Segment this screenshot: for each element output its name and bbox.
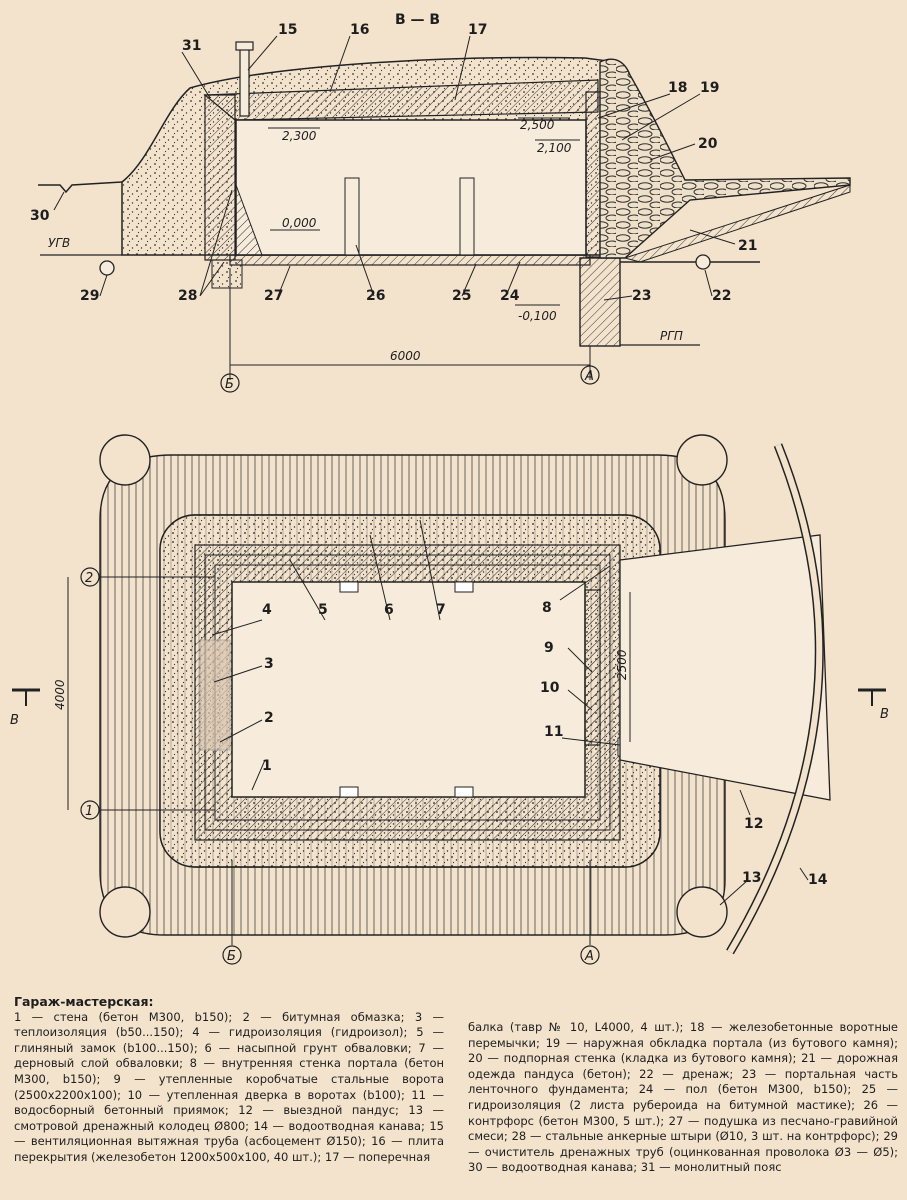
section-label-16: 16 [350,22,369,38]
garage-drawing: В — В УГВ [10,12,889,965]
plan-label-2: 2 [264,710,274,726]
plan-label-12: 12 [744,816,763,832]
garage-interior [235,119,587,256]
dim-6000: 6000 [390,349,421,363]
well-bottom-left [99,886,151,938]
plan-label-8: 8 [542,600,552,616]
axis-b-plan: Б [227,949,236,964]
section-label-27: 27 [264,288,283,304]
section-label-21: 21 [738,238,757,254]
plan-view: 2 1 4000 2500 Б А В В [10,434,889,965]
caption-left-text: 1 — стена (бетон М300, b150); 2 — битумн… [14,1009,444,1164]
plan-label-14: 14 [808,872,828,888]
section-label-22: 22 [712,288,731,304]
plan-label-5: 5 [318,602,328,618]
section-label-19: 19 [700,80,719,96]
caption-right-text: балка (тавр № 10, L4000, 4 шт.); 18 — же… [468,1020,898,1175]
axis-2: 2 [85,571,93,586]
level-floor: 0,000 [282,216,317,230]
plan-label-9: 9 [544,640,554,656]
section-label-28: 28 [178,288,197,304]
section-label-26: 26 [366,288,385,304]
vent-pipe [239,47,250,117]
section-label-25: 25 [452,288,471,304]
plan-interior [231,581,586,798]
gate [584,589,601,746]
wall-section-left [204,94,236,261]
section-label-17: 17 [468,22,487,38]
level-top-right: 2,500 [520,118,555,132]
plan-label-10: 10 [540,680,560,696]
plan-label-11: 11 [544,724,563,740]
rgp-mark: РГП [660,329,683,343]
ugv-mark: УГВ [48,236,70,250]
dim-4000: 4000 [53,679,67,710]
section-label-30: 30 [30,208,50,224]
section-label-24: 24 [500,288,520,304]
level-top-left: 2,300 [282,129,317,143]
axis-a-plan: А [584,949,594,964]
level-bottom: -0,100 [518,309,557,323]
floor-slab [229,254,591,266]
axis-1: 1 [85,804,93,819]
section-label-15: 15 [278,22,297,38]
axis-b-section: Б [225,377,234,392]
plan-label-13: 13 [742,870,761,886]
caption-title: Гараж-мастерская: [14,994,154,1009]
dim-2500: 2500 [615,649,629,680]
section-label-29: 29 [80,288,99,304]
exit-ramp [619,534,831,801]
section-label-18: 18 [668,80,687,96]
section-label-23: 23 [632,288,651,304]
plan-label-1: 1 [262,758,272,774]
plan-label-3: 3 [264,656,274,672]
cut-mark-left: В [10,713,19,728]
plan-label-7: 7 [436,602,446,618]
section-view: В — В УГВ [30,12,851,393]
cut-mark-right: В [880,707,889,722]
plan-label-4: 4 [262,602,272,618]
stone-retaining-wall [599,58,851,259]
well-top-left [99,434,151,486]
caption-right: балка (тавр № 10, L4000, 4 шт.); 18 — же… [468,1020,898,1176]
section-label-31: 31 [182,38,201,54]
well-top-right [676,434,728,486]
level-gate: 2,100 [537,141,572,155]
section-label-20: 20 [698,136,718,152]
axis-a-section: А [584,369,594,384]
well-bottom-right [676,886,728,938]
section-title: В — В [395,12,440,28]
portal-foundation [579,257,621,347]
plan-label-6: 6 [384,602,394,618]
caption-left: Гараж-мастерская: 1 — стена (бетон М300,… [14,994,444,1166]
